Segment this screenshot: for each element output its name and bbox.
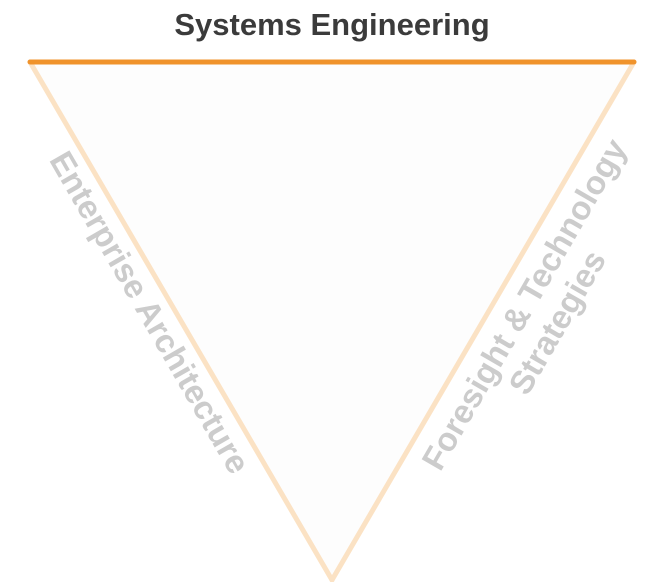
top-label: Systems Engineering	[174, 7, 489, 42]
triangle-left-edge	[27, 59, 335, 582]
triangle-fill	[30, 62, 634, 580]
triangle-right-edge	[329, 59, 637, 582]
